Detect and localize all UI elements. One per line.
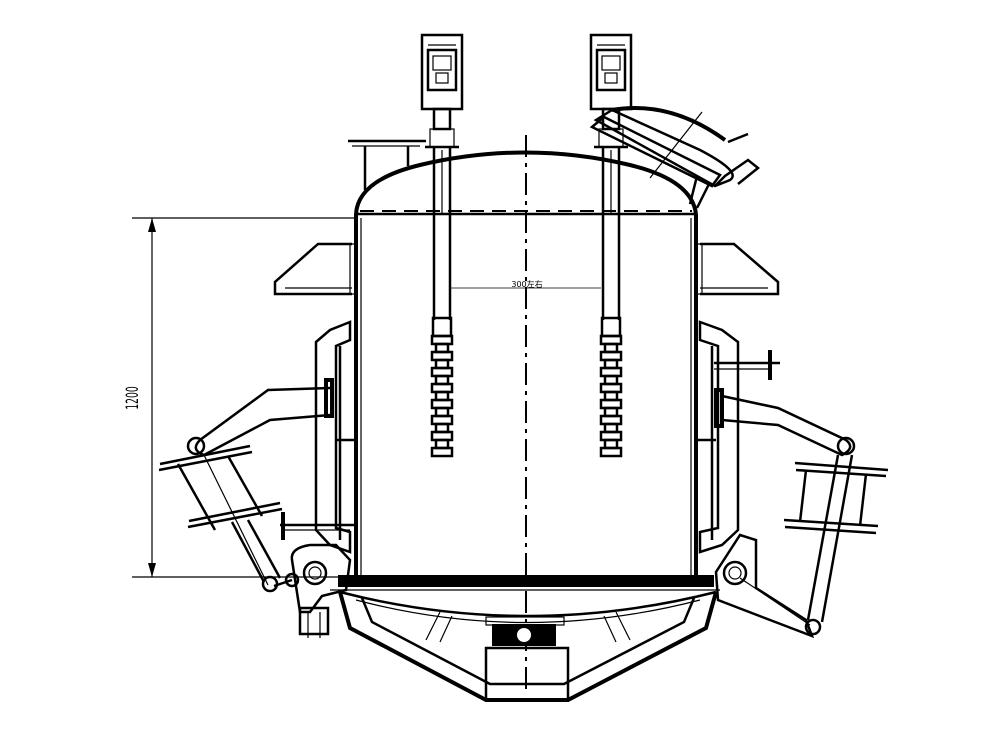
- spacing-note: 300左右: [451, 279, 601, 289]
- base-frame: [338, 590, 718, 702]
- jacket-nozzle-right: [714, 350, 780, 380]
- right-tilt-arm: [714, 388, 889, 636]
- dimension-1200: 1200: [123, 217, 355, 578]
- top-left-nozzle: [348, 139, 426, 190]
- left-agitator-blades: [430, 334, 454, 458]
- jacket-nozzle-left: [280, 512, 356, 540]
- manhole: [589, 106, 761, 209]
- left-pivot-support: [273, 543, 352, 638]
- left-tilt-arm: [158, 378, 334, 593]
- right-agitator-blades: [599, 334, 623, 458]
- dimension-label: 1200: [123, 386, 142, 409]
- left-jacket: [314, 320, 356, 554]
- right-agitator: [589, 33, 633, 458]
- left-agitator: [420, 33, 464, 458]
- right-support-bracket: [695, 242, 780, 296]
- left-support-bracket: [273, 242, 357, 296]
- right-jacket: [696, 320, 740, 554]
- spacing-note-label: 300左右: [511, 279, 542, 289]
- right-pivot-support: [714, 533, 815, 639]
